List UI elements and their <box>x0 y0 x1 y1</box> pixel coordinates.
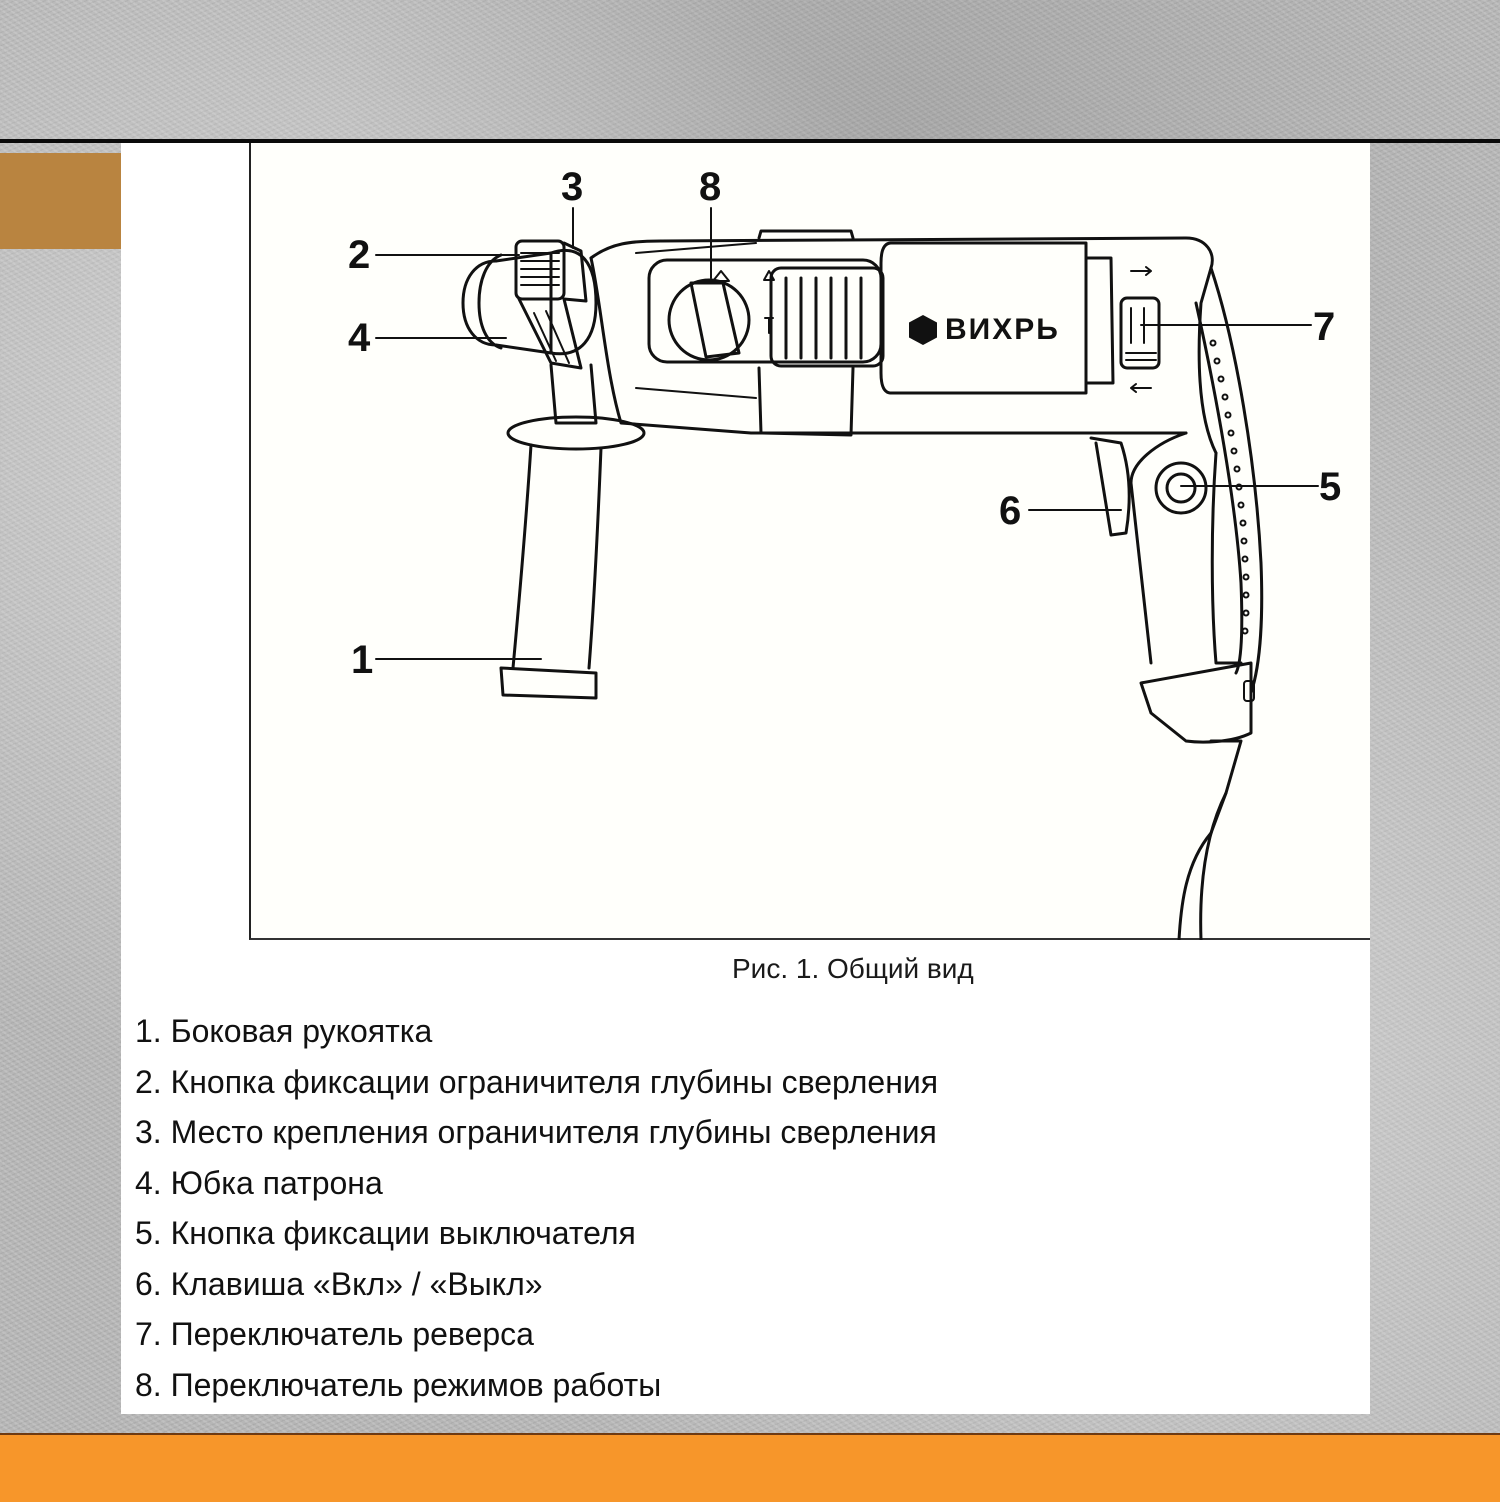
chuck-drawing <box>461 249 598 356</box>
figure-box: ВИХРЬ 2 4 3 8 7 5 6 1 <box>249 143 1370 940</box>
housing-drawing <box>589 229 1218 455</box>
callout-8: 8 <box>699 165 722 209</box>
callout-6: 6 <box>999 489 1022 533</box>
accent-block <box>0 153 121 249</box>
callout-3: 3 <box>561 165 584 209</box>
callout-1: 1 <box>351 638 374 682</box>
legend-item: 5. Кнопка фиксации выключателя <box>135 1215 636 1251</box>
legend-item: 4. Юбка патрона <box>135 1164 383 1201</box>
legend-item: 1. Боковая рукоятка <box>135 1013 433 1049</box>
depth-stop-button-drawing <box>514 239 588 370</box>
footer-band <box>0 1433 1500 1502</box>
callout-4: 4 <box>348 316 371 360</box>
brand-logo-icon <box>909 315 937 345</box>
side-handle-drawing <box>499 363 646 700</box>
callout-2: 2 <box>348 233 371 277</box>
rotary-hammer-drawing <box>375 207 1319 940</box>
legend-item: 2. Кнопка фиксации ограничителя глубины … <box>135 1063 939 1100</box>
callout-5: 5 <box>1319 465 1342 509</box>
rear-handle-drawing <box>1089 266 1264 940</box>
reverse-switch-drawing <box>1119 266 1161 393</box>
content-panel: ВИХРЬ 2 4 3 8 7 5 6 1 Рис. 1. Общий вид … <box>121 143 1370 1414</box>
brand-logo: ВИХРЬ <box>909 313 1060 347</box>
parts-legend: 1. Боковая рукоятка 2. Кнопка фиксации о… <box>135 1011 938 1415</box>
legend-item: 6. Клавиша «Вкл» / «Выкл» <box>135 1265 543 1302</box>
legend-item: 3. Место крепления ограничителя глубины … <box>135 1114 937 1150</box>
figure-caption: Рис. 1. Общий вид <box>732 953 974 984</box>
top-horizontal-rule <box>0 139 1500 143</box>
brand-logo-text: ВИХРЬ <box>945 313 1060 346</box>
callout-7: 7 <box>1313 305 1336 349</box>
callout-leaders <box>375 207 1319 660</box>
legend-item: 8. Переключатель режимов работы <box>135 1366 662 1403</box>
legend-item: 7. Переключатель реверса <box>135 1316 534 1352</box>
